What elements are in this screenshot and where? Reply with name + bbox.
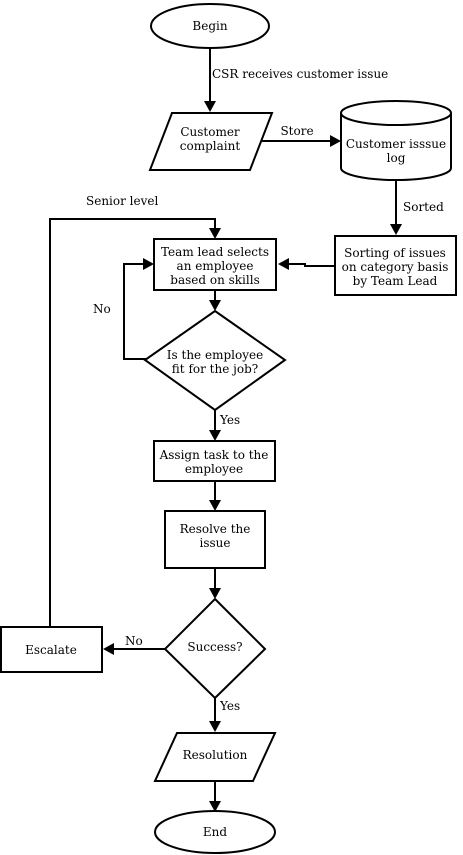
node-team-lead-line3: based on skills [170, 273, 259, 287]
edge-success-no [103, 643, 165, 655]
edge-begin-to-complaint [204, 48, 216, 112]
edge-label-senior-level: Senior level [86, 194, 158, 208]
node-assign-task: Assign task to the employee [153, 440, 276, 482]
node-customer-complaint: Customer complaint [148, 112, 274, 171]
node-team-lead-selects: Team lead selects an employee based on s… [153, 238, 277, 291]
node-fit-decision-line2: fit for the job? [172, 362, 258, 376]
node-success-decision: Success? [163, 597, 267, 700]
edge-label-store: Store [280, 124, 313, 138]
node-sorting-of-issues: Sorting of issues on category basis by T… [334, 235, 457, 296]
node-resolve-issue-line1: Resolve the [180, 522, 251, 536]
edge-fit-no-loop [123, 258, 154, 360]
node-assign-task-line2: employee [185, 462, 243, 476]
edge-sorting-to-teamlead [278, 258, 335, 270]
node-resolve-issue: Resolve the issue [164, 510, 266, 569]
node-sorting-line1: Sorting of issues [344, 246, 446, 260]
node-issue-log-line2: log [387, 151, 406, 165]
node-end-label: End [203, 825, 227, 839]
edge-escalate-senior-level [49, 218, 221, 627]
edge-fit-yes [209, 410, 221, 441]
node-end: End [154, 810, 276, 854]
node-resolve-issue-line2: issue [200, 536, 231, 550]
node-escalate: Escalate [0, 626, 103, 673]
node-fit-decision: Is the employee fit for the job? [143, 309, 287, 412]
node-sorting-line3: by Team Lead [353, 274, 438, 288]
node-team-lead-line1: Team lead selects [161, 245, 269, 259]
edge-label-csr-receives: CSR receives customer issue [212, 67, 388, 81]
edge-resolution-to-end [209, 781, 221, 812]
node-resolution: Resolution [153, 732, 277, 782]
edge-resolve-to-success [209, 568, 221, 599]
node-assign-task-line1: Assign task to the [159, 448, 269, 462]
node-fit-decision-line1: Is the employee [167, 348, 263, 362]
node-begin: Begin [150, 3, 270, 49]
node-success-decision-label: Success? [187, 640, 242, 654]
edge-success-yes [209, 698, 221, 732]
node-resolution-label: Resolution [183, 748, 248, 762]
node-begin-label: Begin [192, 19, 227, 33]
edge-label-success-yes: Yes [219, 699, 240, 713]
edge-label-fit-no: No [93, 302, 111, 316]
node-customer-complaint-line2: complaint [180, 139, 241, 153]
edge-log-to-sorting [390, 181, 402, 235]
node-issue-log-line1: Customer isssue [346, 137, 446, 151]
edge-complaint-to-log [262, 135, 341, 147]
node-team-lead-line2: an employee [177, 259, 254, 273]
edge-label-sorted: Sorted [403, 200, 444, 214]
node-customer-issue-log: Customer isssue log [340, 100, 452, 181]
edge-label-fit-yes: Yes [219, 413, 240, 427]
edge-label-success-no: No [125, 634, 143, 648]
edge-teamlead-to-fit [209, 290, 221, 311]
node-customer-complaint-line1: Customer [180, 125, 240, 139]
edge-assign-to-resolve [209, 481, 221, 511]
node-escalate-label: Escalate [25, 643, 77, 657]
node-sorting-line2: on category basis [342, 260, 449, 274]
